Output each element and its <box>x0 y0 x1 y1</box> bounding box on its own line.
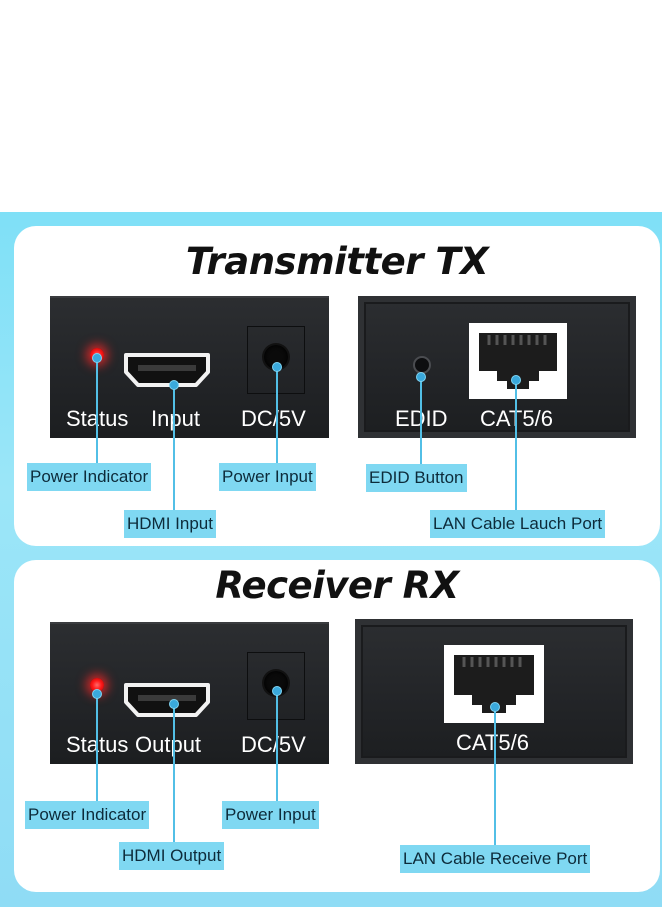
rx-lan-port-callout: LAN Cable Receive Port <box>400 845 591 873</box>
rx-power-indicator-leader <box>96 693 98 801</box>
tx-lan-dot <box>511 375 521 385</box>
tx-power-indicator-callout: Power Indicator <box>27 463 152 491</box>
tx-dc-label: DC/5V <box>241 406 306 431</box>
tx-hdmi-input-dot <box>169 380 179 390</box>
tx-hdmi-input-leader <box>173 384 175 510</box>
rx-lan-dot <box>490 702 500 712</box>
rx-hdmi-port-icon <box>124 683 210 717</box>
tx-rj45-port-icon <box>469 323 567 399</box>
tx-hdmi-port-icon <box>124 353 210 387</box>
tx-power-input-leader <box>276 366 278 463</box>
tx-power-input-dot <box>272 362 282 372</box>
rx-cat-label: CAT5/6 <box>456 730 529 755</box>
tx-power-input-callout: Power Input <box>219 463 316 491</box>
rx-hdmi-output-dot <box>169 699 179 709</box>
tx-power-indicator-dot <box>92 353 102 363</box>
tx-hdmi-input-callout: HDMI Input <box>124 510 216 538</box>
rx-hdmi-output-callout: HDMI Output <box>119 842 225 870</box>
rx-power-indicator-callout: Power Indicator <box>25 801 150 829</box>
rx-power-input-dot <box>272 686 282 696</box>
tx-lan-leader <box>515 379 517 510</box>
rx-status-led-icon <box>90 678 104 692</box>
rx-output-label: Output <box>135 732 202 757</box>
tx-edid-dot <box>416 372 426 382</box>
tx-lan-port-callout: LAN Cable Lauch Port <box>430 510 606 538</box>
rx-power-input-leader <box>276 690 278 801</box>
tx-edid-button-callout: EDID Button <box>366 464 467 492</box>
rx-hdmi-output-leader <box>173 703 175 843</box>
tx-input-label: Input <box>151 406 200 431</box>
tx-rear-panel: EDID CAT5/6 <box>358 296 636 438</box>
rx-power-indicator-dot <box>92 689 102 699</box>
tx-power-indicator-leader <box>96 357 98 463</box>
tx-edid-leader <box>420 376 422 464</box>
rx-dc-label: DC/5V <box>241 732 306 757</box>
rx-lan-leader <box>494 706 496 845</box>
rx-power-input-callout: Power Input <box>222 801 319 829</box>
transmitter-title: Transmitter TX <box>185 240 489 283</box>
receiver-title: Receiver RX <box>215 564 459 607</box>
tx-front-panel: Status Input DC/5V <box>50 296 329 438</box>
